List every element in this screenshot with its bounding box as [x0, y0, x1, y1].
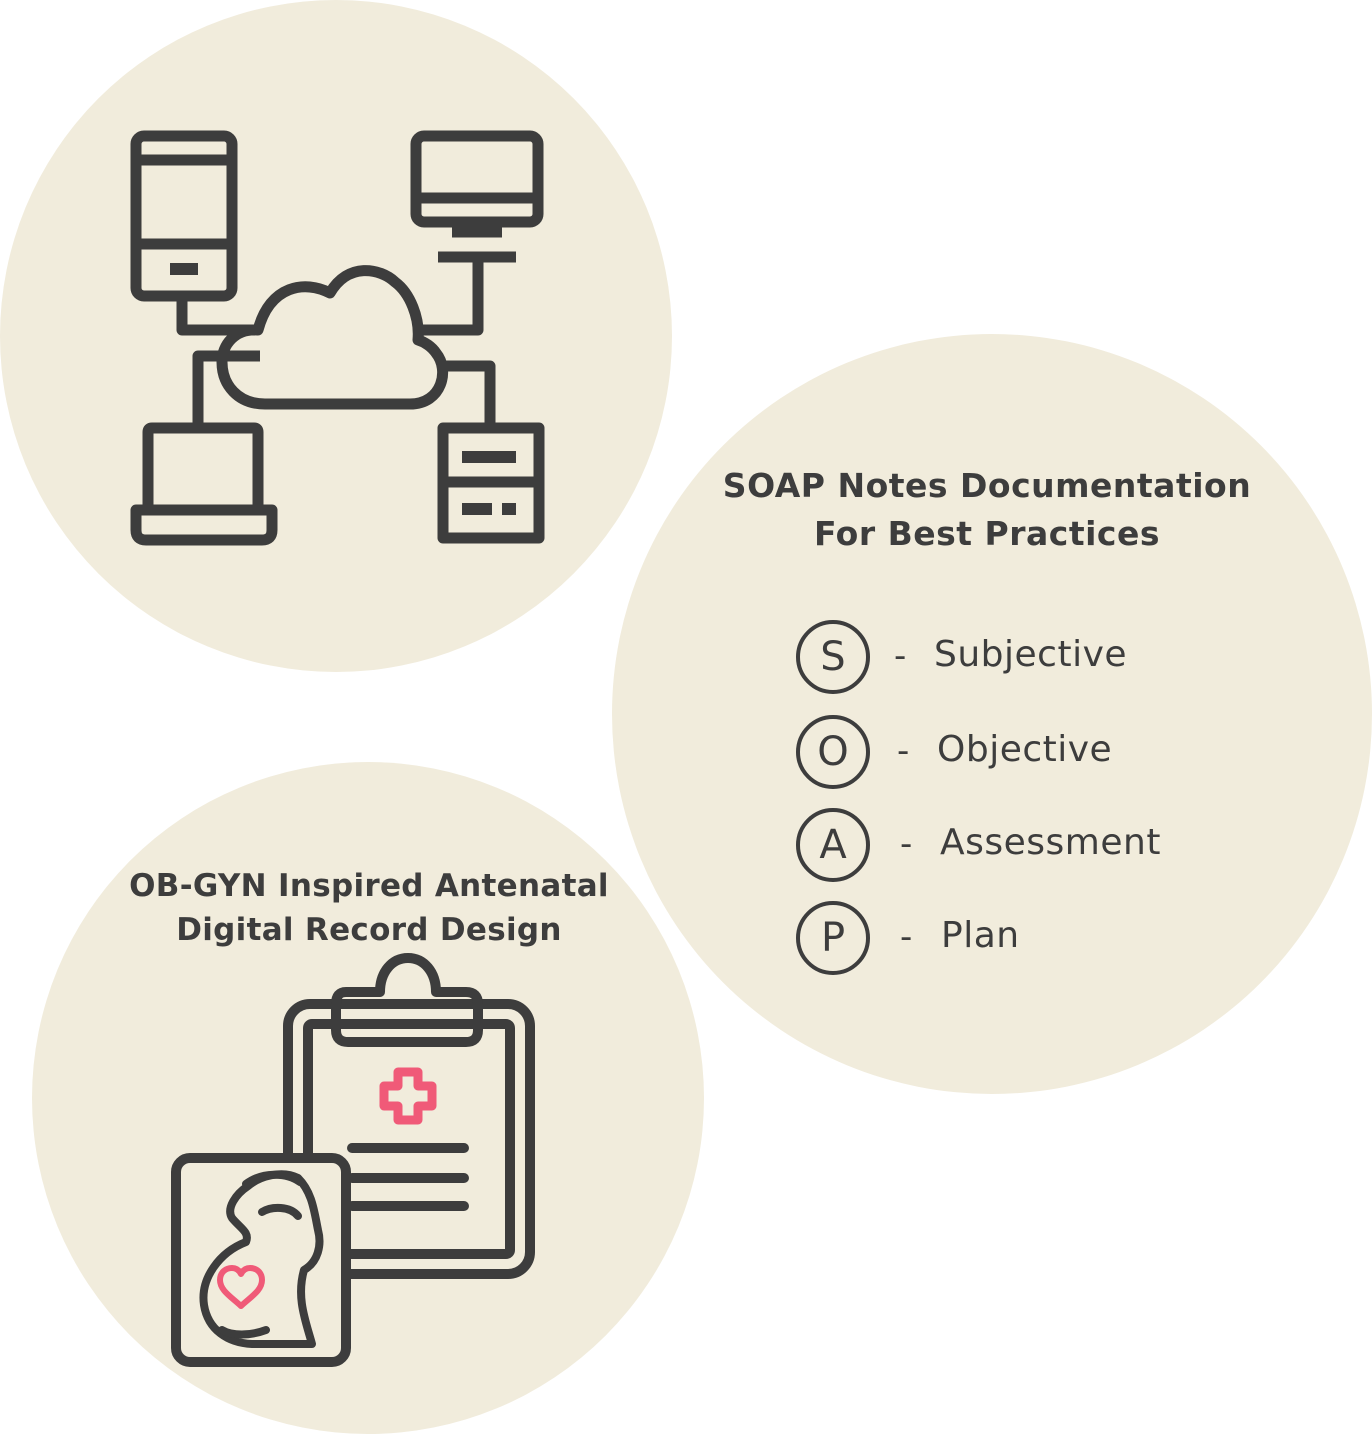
clipboard-clip: [331, 953, 483, 1047]
soap-circle: [612, 334, 1372, 1094]
separator-dash: -: [897, 731, 910, 771]
separator-dash: -: [900, 917, 913, 957]
clipboard-board: [283, 999, 535, 1279]
separator-dash: -: [900, 824, 913, 864]
cloud-network-icon: [130, 130, 545, 546]
soap-item-plan: P - Plan: [796, 901, 1216, 975]
soap-item-label: Plan: [941, 915, 1020, 956]
obgyn-title-line1: OB-GYN Inspired Antenatal: [129, 868, 609, 904]
soap-item-subjective: S - Subjective: [796, 620, 1216, 694]
obgyn-title-line2: Digital Record Design: [176, 912, 562, 948]
network-circle: [0, 0, 672, 672]
soap-heading: SOAP Notes Documentation For Best Practi…: [700, 462, 1274, 558]
pregnancy-photo-icon: [171, 1153, 351, 1367]
monitor-device: [410, 130, 544, 228]
separator-dash: -: [894, 636, 907, 676]
soap-item-label: Assessment: [940, 822, 1161, 863]
soap-item-assessment: A - Assessment: [796, 808, 1216, 882]
letter-badge: O: [796, 715, 870, 789]
soap-item-label: Subjective: [934, 634, 1128, 675]
heart-icon: [217, 1265, 265, 1309]
letter-badge: S: [796, 620, 870, 694]
letter-badge: A: [796, 808, 870, 882]
letter-badge: P: [796, 901, 870, 975]
soap-item-label: Objective: [937, 729, 1113, 770]
obgyn-circle: [32, 762, 704, 1434]
soap-title-line1: SOAP Notes Documentation: [722, 466, 1252, 505]
medical-cross-icon: [379, 1067, 437, 1125]
clipboard-page: [303, 1019, 515, 1259]
obgyn-heading: OB-GYN Inspired Antenatal Digital Record…: [110, 864, 628, 952]
soap-item-objective: O - Objective: [796, 715, 1216, 789]
soap-title-line2: For Best Practices: [813, 514, 1161, 553]
